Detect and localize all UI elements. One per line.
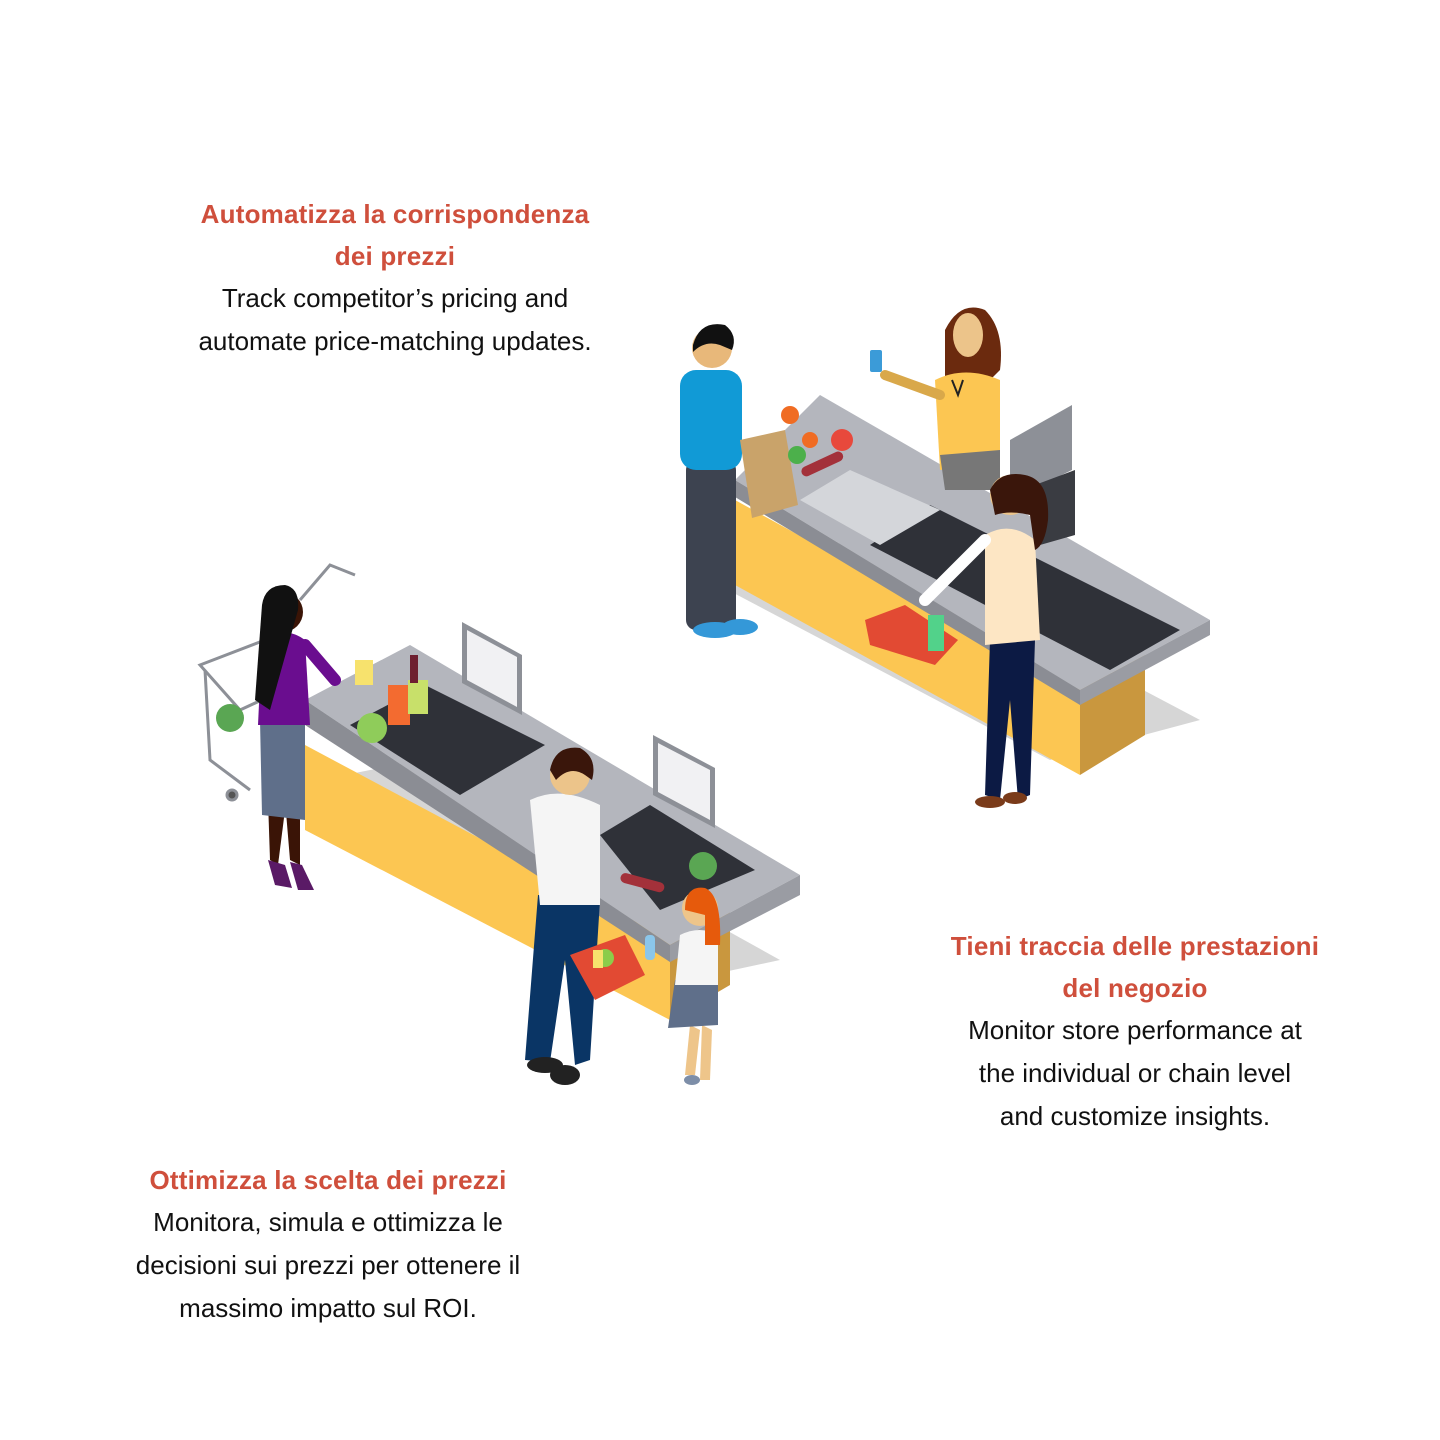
customer-man-white-shirt [525,747,645,1085]
feature-title-line: dei prezzi [334,241,456,271]
feature-title-line: Automatizza la corrispondenza [200,199,590,229]
shopping-cart [197,563,356,802]
feature-description-line: Track competitor’s pricing and [221,283,569,313]
feature-title: Automatizza la corrispondenza dei prezzi [120,193,670,277]
customer-child [645,887,721,1085]
feature-description-line: automate price-matching updates. [198,326,592,356]
feature-price-matching: Automatizza la corrispondenza dei prezzi… [120,193,670,363]
feature-description-line: Monitora, simula e ottimizza le [153,1207,503,1237]
feature-description: Monitora, simula e ottimizza le decision… [78,1201,578,1330]
feature-title-line: del negozio [1062,973,1208,1003]
cashier-woman [870,307,1001,490]
feature-store-performance: Tieni traccia delle prestazioni del nego… [885,925,1385,1138]
feature-title-line: Tieni traccia delle prestazioni [950,931,1320,961]
customer-man-blue-shirt [680,324,853,638]
customer-woman-purple-top [255,585,341,890]
feature-description-line: Monitor store performance at [968,1015,1302,1045]
feature-title-line: Ottimizza la scelta dei prezzi [149,1165,507,1195]
customer-woman-ponytail [865,474,1049,808]
feature-price-optimization: Ottimizza la scelta dei prezzi Monitora,… [78,1159,578,1330]
feature-description-line: the individual or chain level [978,1058,1292,1088]
feature-description-line: and customize insights. [999,1101,1271,1131]
feature-title: Tieni traccia delle prestazioni del nego… [885,925,1385,1009]
feature-description-line: decisioni sui prezzi per ottenere il [135,1250,521,1280]
feature-description: Monitor store performance at the individ… [885,1009,1385,1138]
feature-title: Ottimizza la scelta dei prezzi [78,1159,578,1201]
feature-description: Track competitor’s pricing and automate … [120,277,670,363]
feature-description-line: massimo impatto sul ROI. [179,1293,477,1323]
